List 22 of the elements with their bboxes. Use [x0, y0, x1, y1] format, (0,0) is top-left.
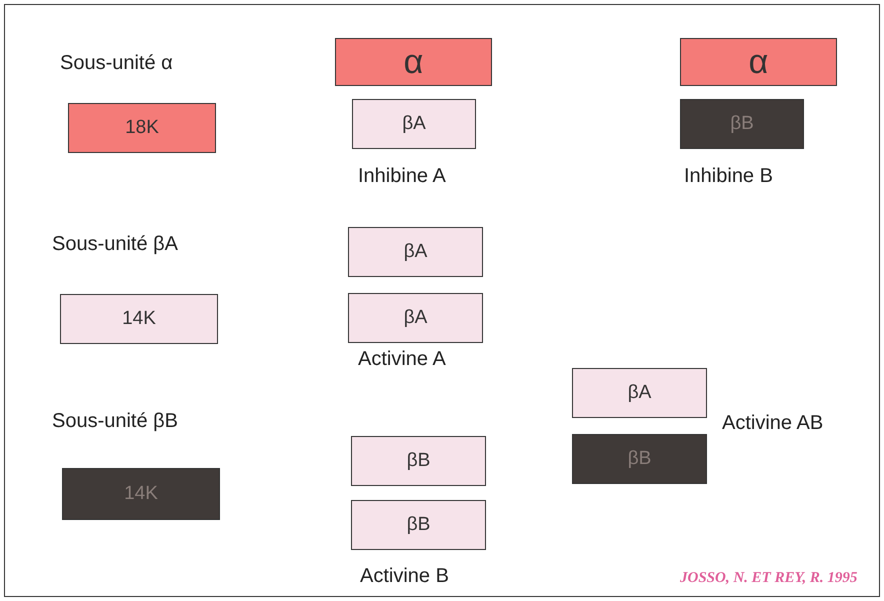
protein-label: Activine B [360, 565, 449, 588]
subunit-label: Sous-unité α [60, 52, 173, 75]
subunit-box: βA [348, 227, 483, 277]
subunit-box: βB [680, 99, 804, 149]
subunit-box: α [335, 38, 492, 86]
subunit-label: Sous-unité βB [52, 410, 178, 433]
subunit-box: βB [351, 436, 486, 486]
source-citation: JOSSO, N. ET REY, R. 1995 [680, 570, 858, 587]
subunit-label: Sous-unité βA [52, 233, 178, 256]
protein-label: Activine AB [722, 412, 824, 435]
protein-label: Activine A [358, 348, 446, 371]
protein-label: Inhibine A [358, 165, 446, 188]
subunit-box: βB [572, 434, 707, 484]
subunit-box: βA [348, 293, 483, 343]
subunit-box: βB [351, 500, 486, 550]
subunit-box: 14K [60, 294, 218, 344]
subunit-box: α [680, 38, 837, 86]
subunit-box: 18K [68, 103, 216, 153]
subunit-box: 14K [62, 468, 220, 520]
subunit-box: βA [352, 99, 476, 149]
protein-label: Inhibine B [684, 165, 773, 188]
subunit-box: βA [572, 368, 707, 418]
